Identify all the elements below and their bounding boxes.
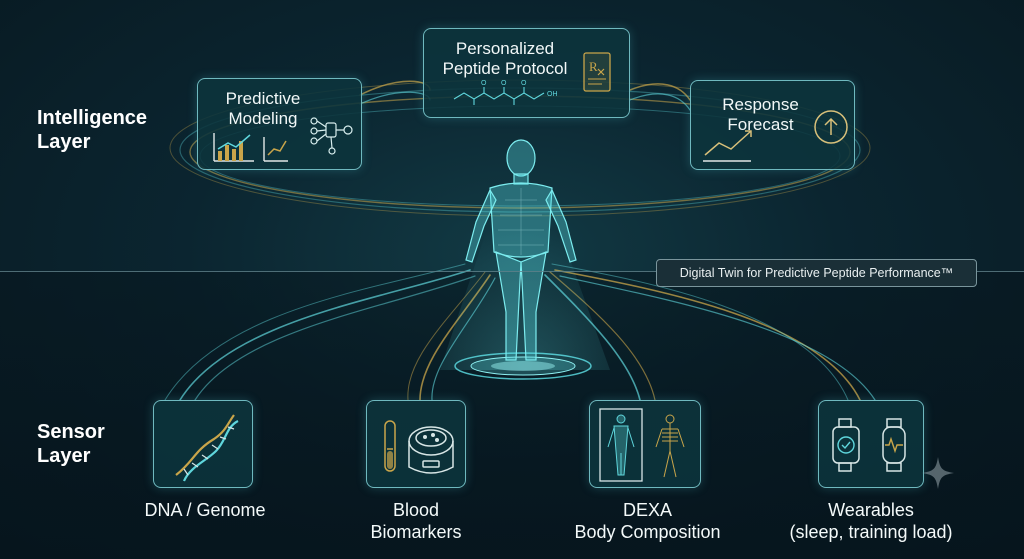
svg-text:O: O (481, 80, 487, 87)
svg-text:R: R (589, 59, 598, 74)
dna-helix-icon (175, 414, 239, 482)
svg-text:OH: OH (547, 91, 558, 98)
dna-genome-card (153, 400, 253, 488)
arrow-up-circle-icon (814, 110, 848, 144)
wearables-label: Wearables(sleep, training load) (789, 500, 953, 542)
body-scan-icon (599, 408, 685, 482)
svg-text:O: O (521, 80, 527, 87)
dna-genome-label: DNA / Genome (144, 500, 266, 520)
dexa-card (589, 400, 701, 488)
sparkle-icon (922, 457, 954, 489)
smartwatch-icon (832, 418, 906, 472)
trend-up-icon (703, 130, 752, 162)
layer-divider (0, 271, 1024, 272)
svg-text:O: O (501, 80, 507, 87)
digital-twin-badge: Digital Twin for Predictive Peptide Perf… (656, 259, 977, 287)
neural-network-icon (310, 117, 353, 155)
blood-test-icon (384, 420, 454, 474)
peptide-molecule-icon (453, 87, 545, 105)
rx-icon: R (583, 52, 611, 92)
bar-chart-icon (213, 117, 353, 162)
blood-biomarkers-card (366, 400, 466, 488)
wearables-card (818, 400, 924, 488)
